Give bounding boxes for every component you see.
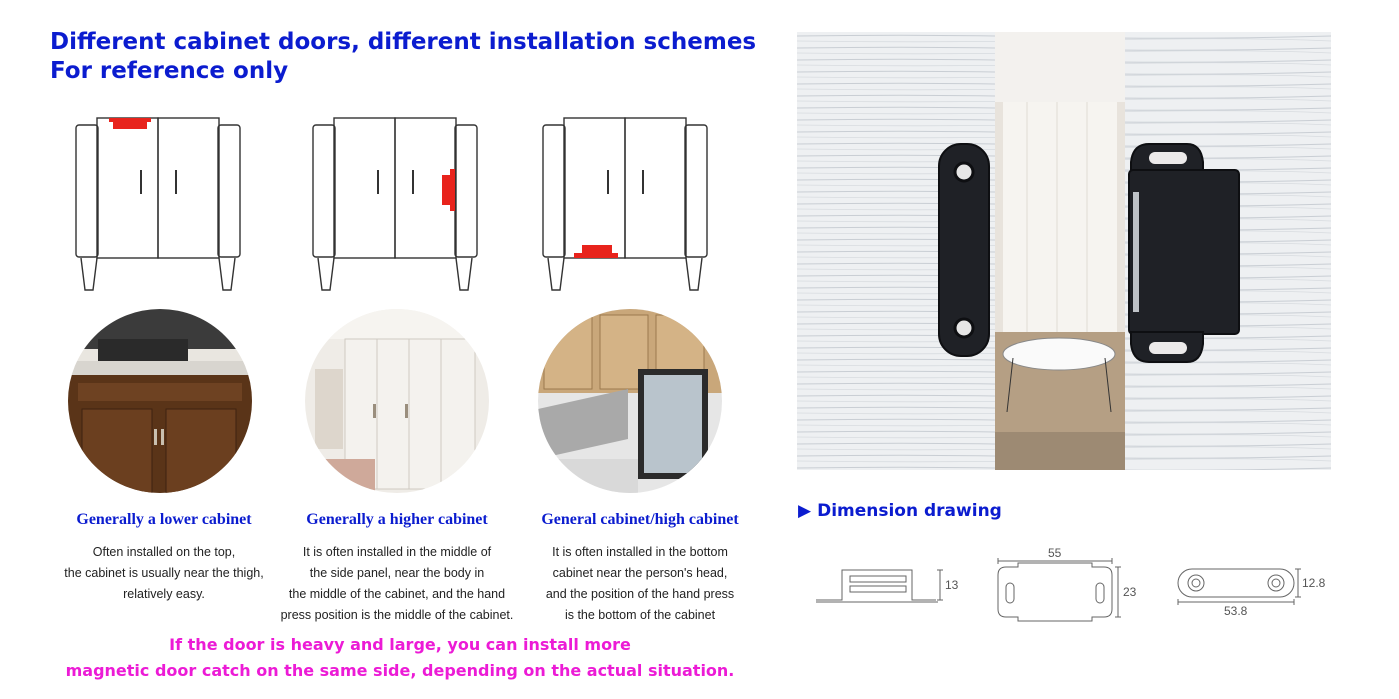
- scheme-2-title: Generally a higher cabinet: [306, 511, 488, 528]
- cabinet-diagram-top-catch: [75, 117, 241, 291]
- higher-cabinet-photo: [305, 309, 489, 493]
- plate-view-dimension: 12.8 53.8: [1177, 568, 1326, 618]
- heading-line-2: For reference only: [50, 58, 289, 84]
- side-height-label: 13: [945, 578, 959, 592]
- heading-line-1: Different cabinet doors, different insta…: [50, 29, 757, 55]
- side-view-dimension: 13: [816, 569, 959, 603]
- high-cabinet-photo: [538, 309, 722, 493]
- dimension-drawing-title: ▶Dimension drawing: [798, 501, 1002, 521]
- front-width-label: 55: [1048, 546, 1062, 560]
- catch-marker: [442, 169, 455, 211]
- scheme-3-title: General cabinet/high cabinet: [541, 511, 739, 528]
- lower-cabinet-photo: [68, 309, 252, 493]
- scheme-1-title: Generally a lower cabinet: [76, 511, 252, 528]
- strike-plate: [938, 143, 990, 357]
- scheme-3-description: It is often installed in the bottom cabi…: [545, 545, 735, 622]
- catch-marker: [109, 118, 151, 129]
- plate-height-label: 12.8: [1302, 576, 1326, 590]
- scheme-2-description: It is often installed in the middle of t…: [280, 545, 514, 622]
- front-view-dimension: 55 23: [997, 546, 1137, 622]
- front-height-label: 23: [1123, 585, 1137, 599]
- magnetic-catch: [1128, 143, 1240, 363]
- scheme-1-description: Often installed on the top, the cabinet …: [64, 545, 264, 601]
- cabinet-diagram-side-catch: [312, 117, 478, 291]
- page-heading: Different cabinet doors, different insta…: [50, 28, 756, 86]
- play-triangle-icon: ▶: [798, 501, 812, 521]
- plate-width-label: 53.8: [1224, 604, 1248, 618]
- product-hero-photo: [797, 32, 1331, 470]
- installation-note: If the door is heavy and large, you can …: [65, 635, 735, 680]
- catch-marker: [574, 245, 618, 258]
- cabinet-diagram-bottom-catch: [542, 117, 708, 291]
